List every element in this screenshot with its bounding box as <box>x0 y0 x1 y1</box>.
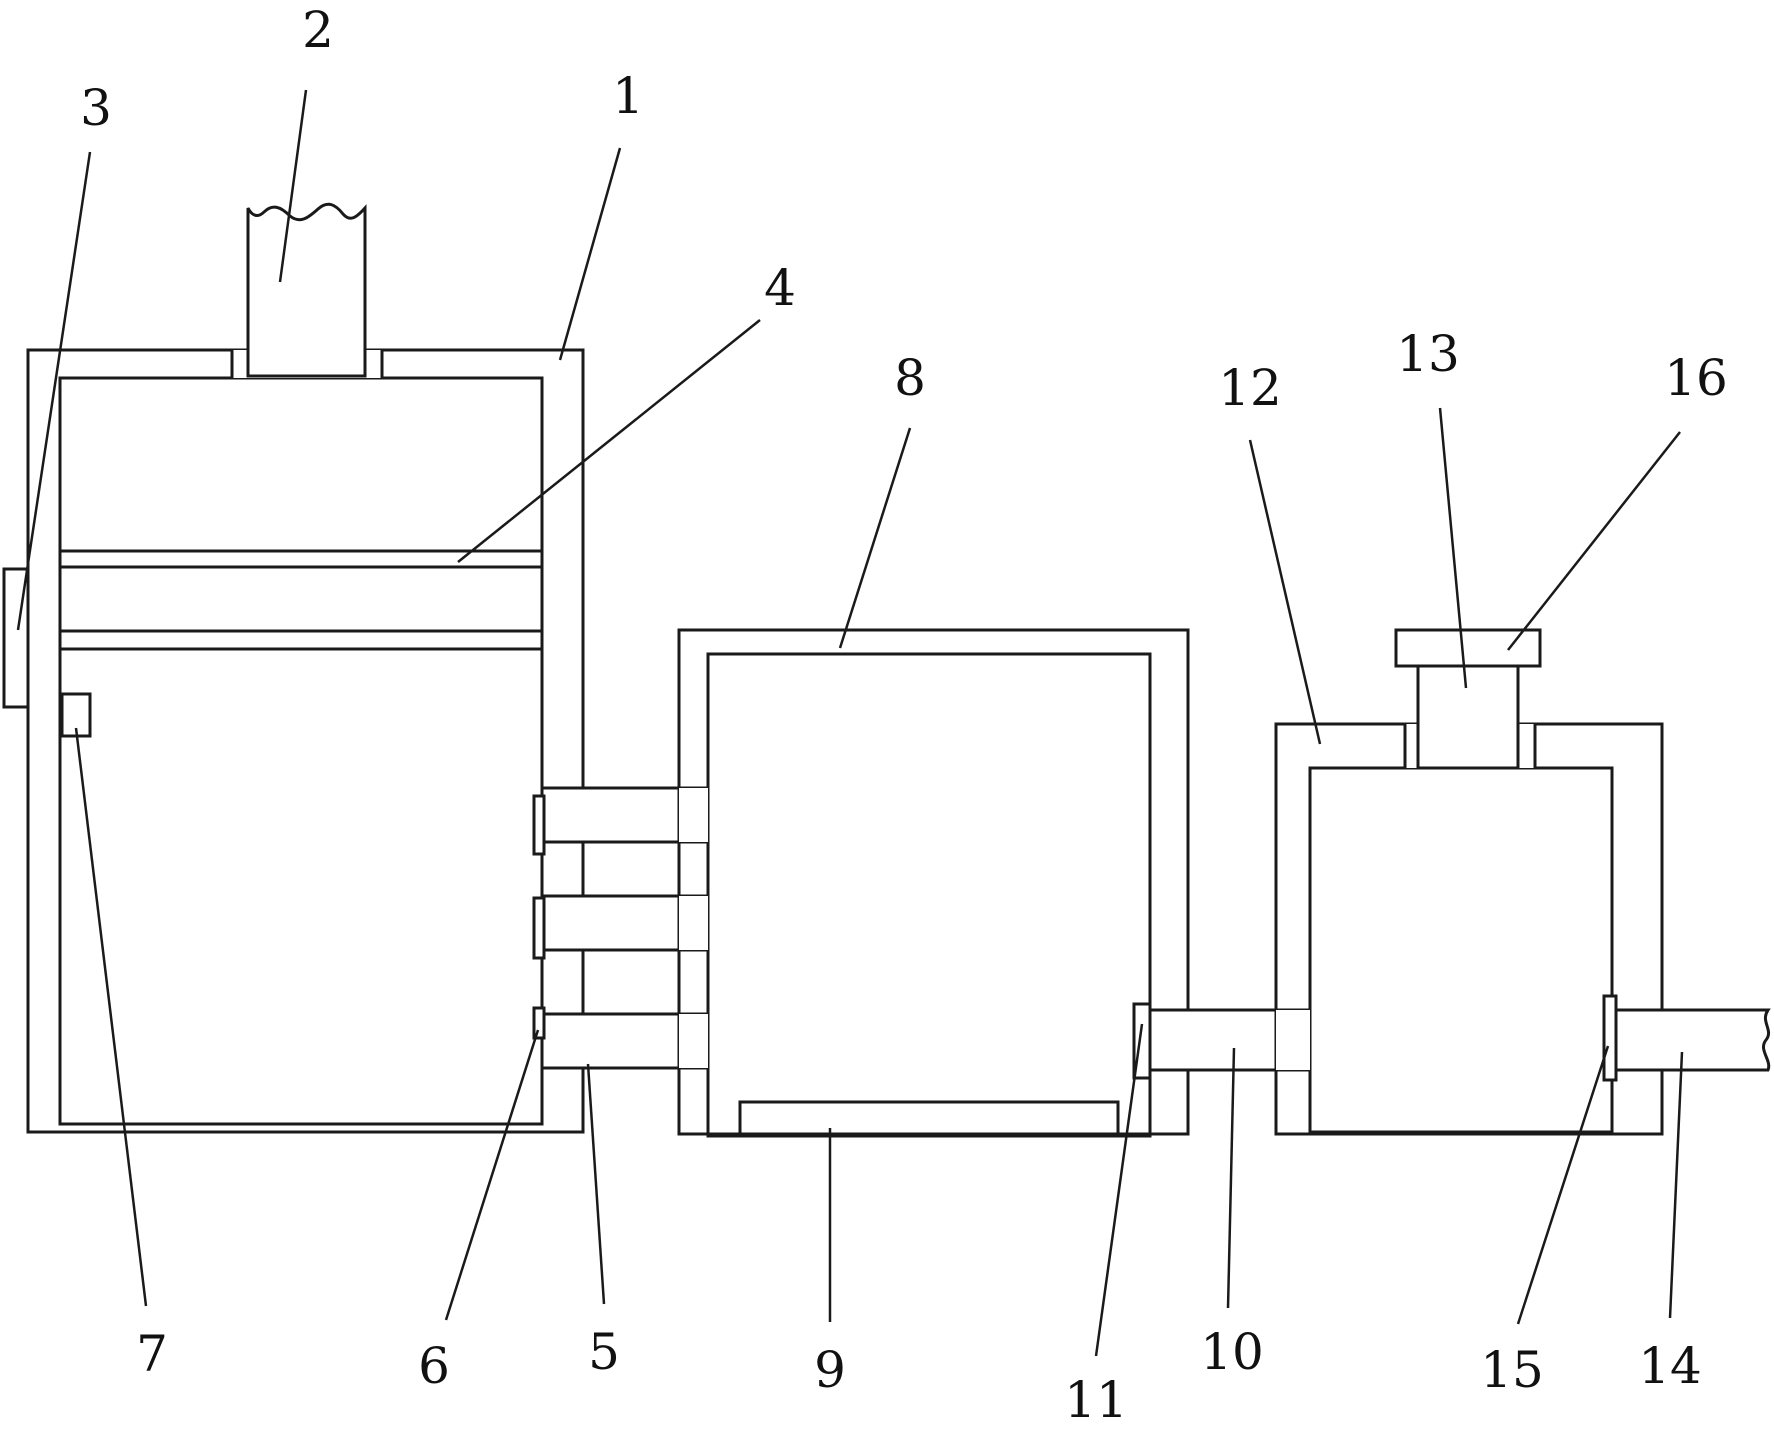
neck-13 <box>1416 664 1520 770</box>
label-7: 7 <box>136 1325 168 1383</box>
label-5: 5 <box>588 1323 620 1381</box>
label-6: 6 <box>418 1337 450 1395</box>
label-16: 16 <box>1664 349 1728 407</box>
label-9: 9 <box>814 1341 846 1399</box>
label-12: 12 <box>1218 359 1282 417</box>
outlet-pipe-14 <box>1602 994 1771 1082</box>
part-labels: 1 2 3 4 5 6 7 8 9 10 11 12 13 14 15 16 <box>80 1 1728 1429</box>
label-1: 1 <box>612 67 644 125</box>
label-2: 2 <box>302 1 334 59</box>
label-8: 8 <box>894 349 926 407</box>
leader-lines <box>16 89 1684 1357</box>
label-4: 4 <box>764 259 796 317</box>
inlet-pipe-2 <box>230 202 384 378</box>
cap-16 <box>1394 628 1542 668</box>
label-3: 3 <box>80 79 112 137</box>
label-13: 13 <box>1396 325 1460 383</box>
label-11: 11 <box>1064 1371 1128 1429</box>
label-10: 10 <box>1200 1323 1264 1381</box>
filter-plates-4 <box>58 549 544 651</box>
bottom-plate-9 <box>738 1100 1120 1138</box>
label-14: 14 <box>1638 1337 1702 1395</box>
label-15: 15 <box>1480 1341 1544 1399</box>
tank-8 <box>677 628 1190 1138</box>
